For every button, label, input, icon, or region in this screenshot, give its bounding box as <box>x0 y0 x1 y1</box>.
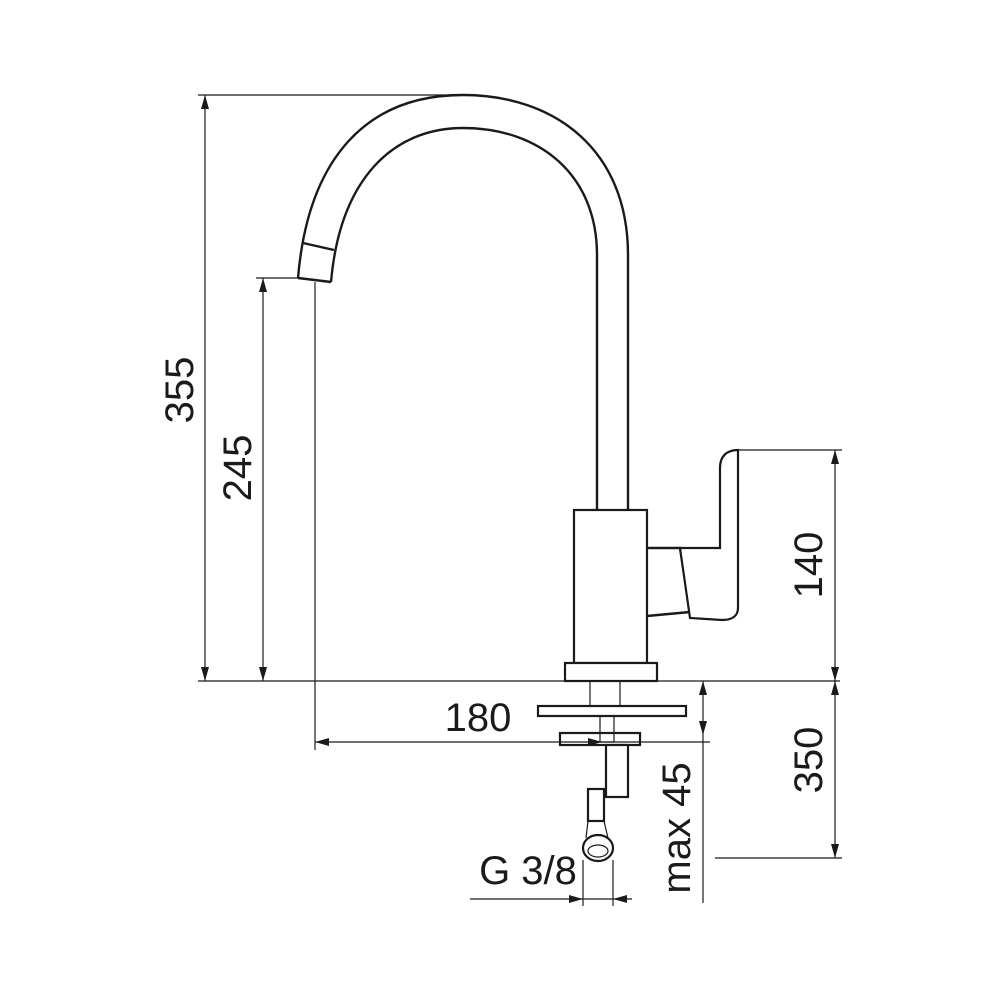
dimension-lines <box>198 94 842 906</box>
arrow-245-bottom <box>259 667 267 681</box>
arrow-thread-right <box>613 895 627 903</box>
label-max45: max 45 <box>655 762 699 893</box>
arrow-140-bottom <box>831 667 839 681</box>
dimension-arrows <box>201 95 839 903</box>
arrow-245-top <box>259 278 267 292</box>
spout-inner <box>329 126 599 510</box>
supply-stem <box>604 743 630 799</box>
mixer-body <box>572 508 649 665</box>
spout-outer <box>296 93 630 510</box>
arrow-180-left <box>315 738 329 746</box>
label-350: 350 <box>787 727 831 794</box>
lever-handle <box>678 448 740 622</box>
base-ring <box>563 661 659 683</box>
arrow-355-top <box>201 95 209 109</box>
arrow-thread-left <box>569 895 583 903</box>
mounting-stud <box>589 680 621 707</box>
hose-nut-inner <box>587 844 609 858</box>
arrow-140-top <box>831 450 839 464</box>
flexible-hose <box>586 787 606 823</box>
aerator <box>297 241 335 284</box>
faucet-outline <box>198 93 840 863</box>
label-245: 245 <box>216 435 260 502</box>
arrow-355-bottom <box>201 667 209 681</box>
hose-ferrule <box>585 820 609 839</box>
dimension-labels: 355 245 180 140 350 max 45 G 3/8 <box>158 357 831 894</box>
label-thread: G 3/8 <box>479 849 577 893</box>
label-180: 180 <box>445 696 512 740</box>
arrow-180-right <box>588 738 602 746</box>
arrow-350-bottom <box>831 844 839 858</box>
arrow-45-bottom <box>699 721 707 735</box>
fixing-plate <box>536 704 688 718</box>
label-355: 355 <box>158 357 202 424</box>
arrow-45-top <box>699 681 707 695</box>
label-140: 140 <box>787 532 831 599</box>
arrow-350-top <box>831 681 839 695</box>
